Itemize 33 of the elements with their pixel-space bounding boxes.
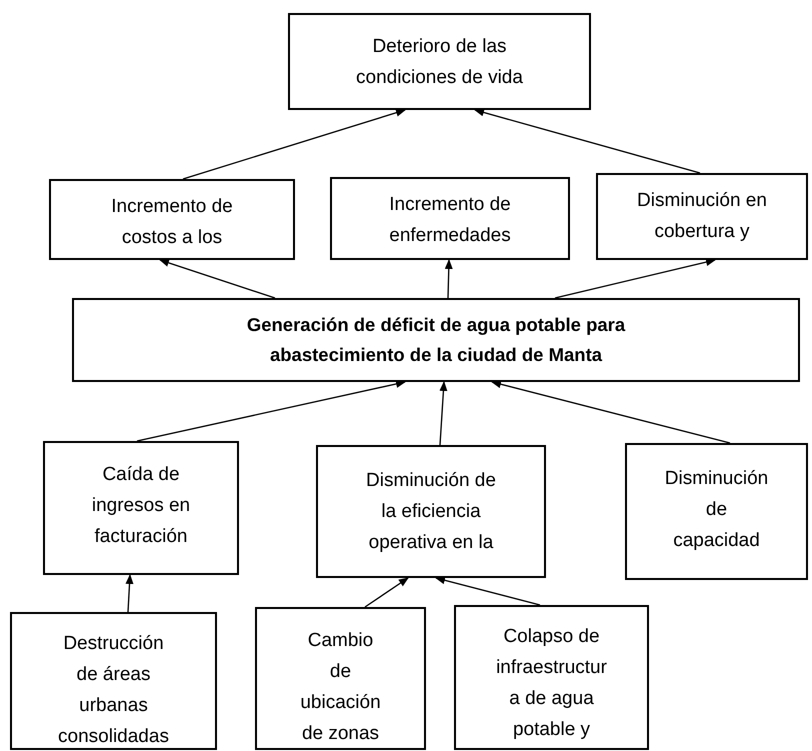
box-text: Disminución de capacidad (664, 467, 768, 553)
problem-box (330, 177, 570, 260)
box-text: Cambio de ubicación de zonas (299, 629, 382, 746)
arrow (159, 259, 276, 299)
box-text: Caída de ingresos en facturación (90, 463, 192, 549)
box-text: Incremento de costos a los (110, 195, 234, 250)
problem-box (10, 612, 217, 750)
box-text: Destrucción de áreas urbanas consolidadas (57, 632, 170, 749)
arrow (474, 108, 700, 174)
arrow (444, 259, 453, 298)
box-text: Disminución en cobertura y (636, 189, 768, 244)
box-text: Colapso de infraestructura de agua potable y (495, 625, 608, 742)
arrow (491, 380, 730, 444)
problem-box (288, 13, 591, 110)
central-problem-box (72, 298, 800, 382)
arrow (126, 574, 134, 612)
arrow (439, 381, 448, 446)
problem-box (43, 441, 239, 575)
arrow (136, 380, 406, 442)
arrow (364, 577, 409, 608)
problem-box (255, 607, 426, 750)
arrow (554, 258, 716, 299)
box-text: Generación de déficit de agua potable para abastecimiento de la ciudad de Manta (246, 313, 626, 367)
problem-box (596, 173, 808, 260)
problem-box (49, 179, 295, 260)
arrow (182, 108, 406, 180)
box-text: Incremento de enfermedades (388, 193, 512, 248)
problem-box (625, 443, 808, 580)
problem-box (454, 605, 649, 750)
box-text: Disminución de la eficiencia operativa en la (365, 469, 497, 555)
arrow (435, 576, 540, 606)
box-text: Deterioro de las condiciones de vida (355, 35, 524, 90)
problem-box (316, 445, 546, 578)
